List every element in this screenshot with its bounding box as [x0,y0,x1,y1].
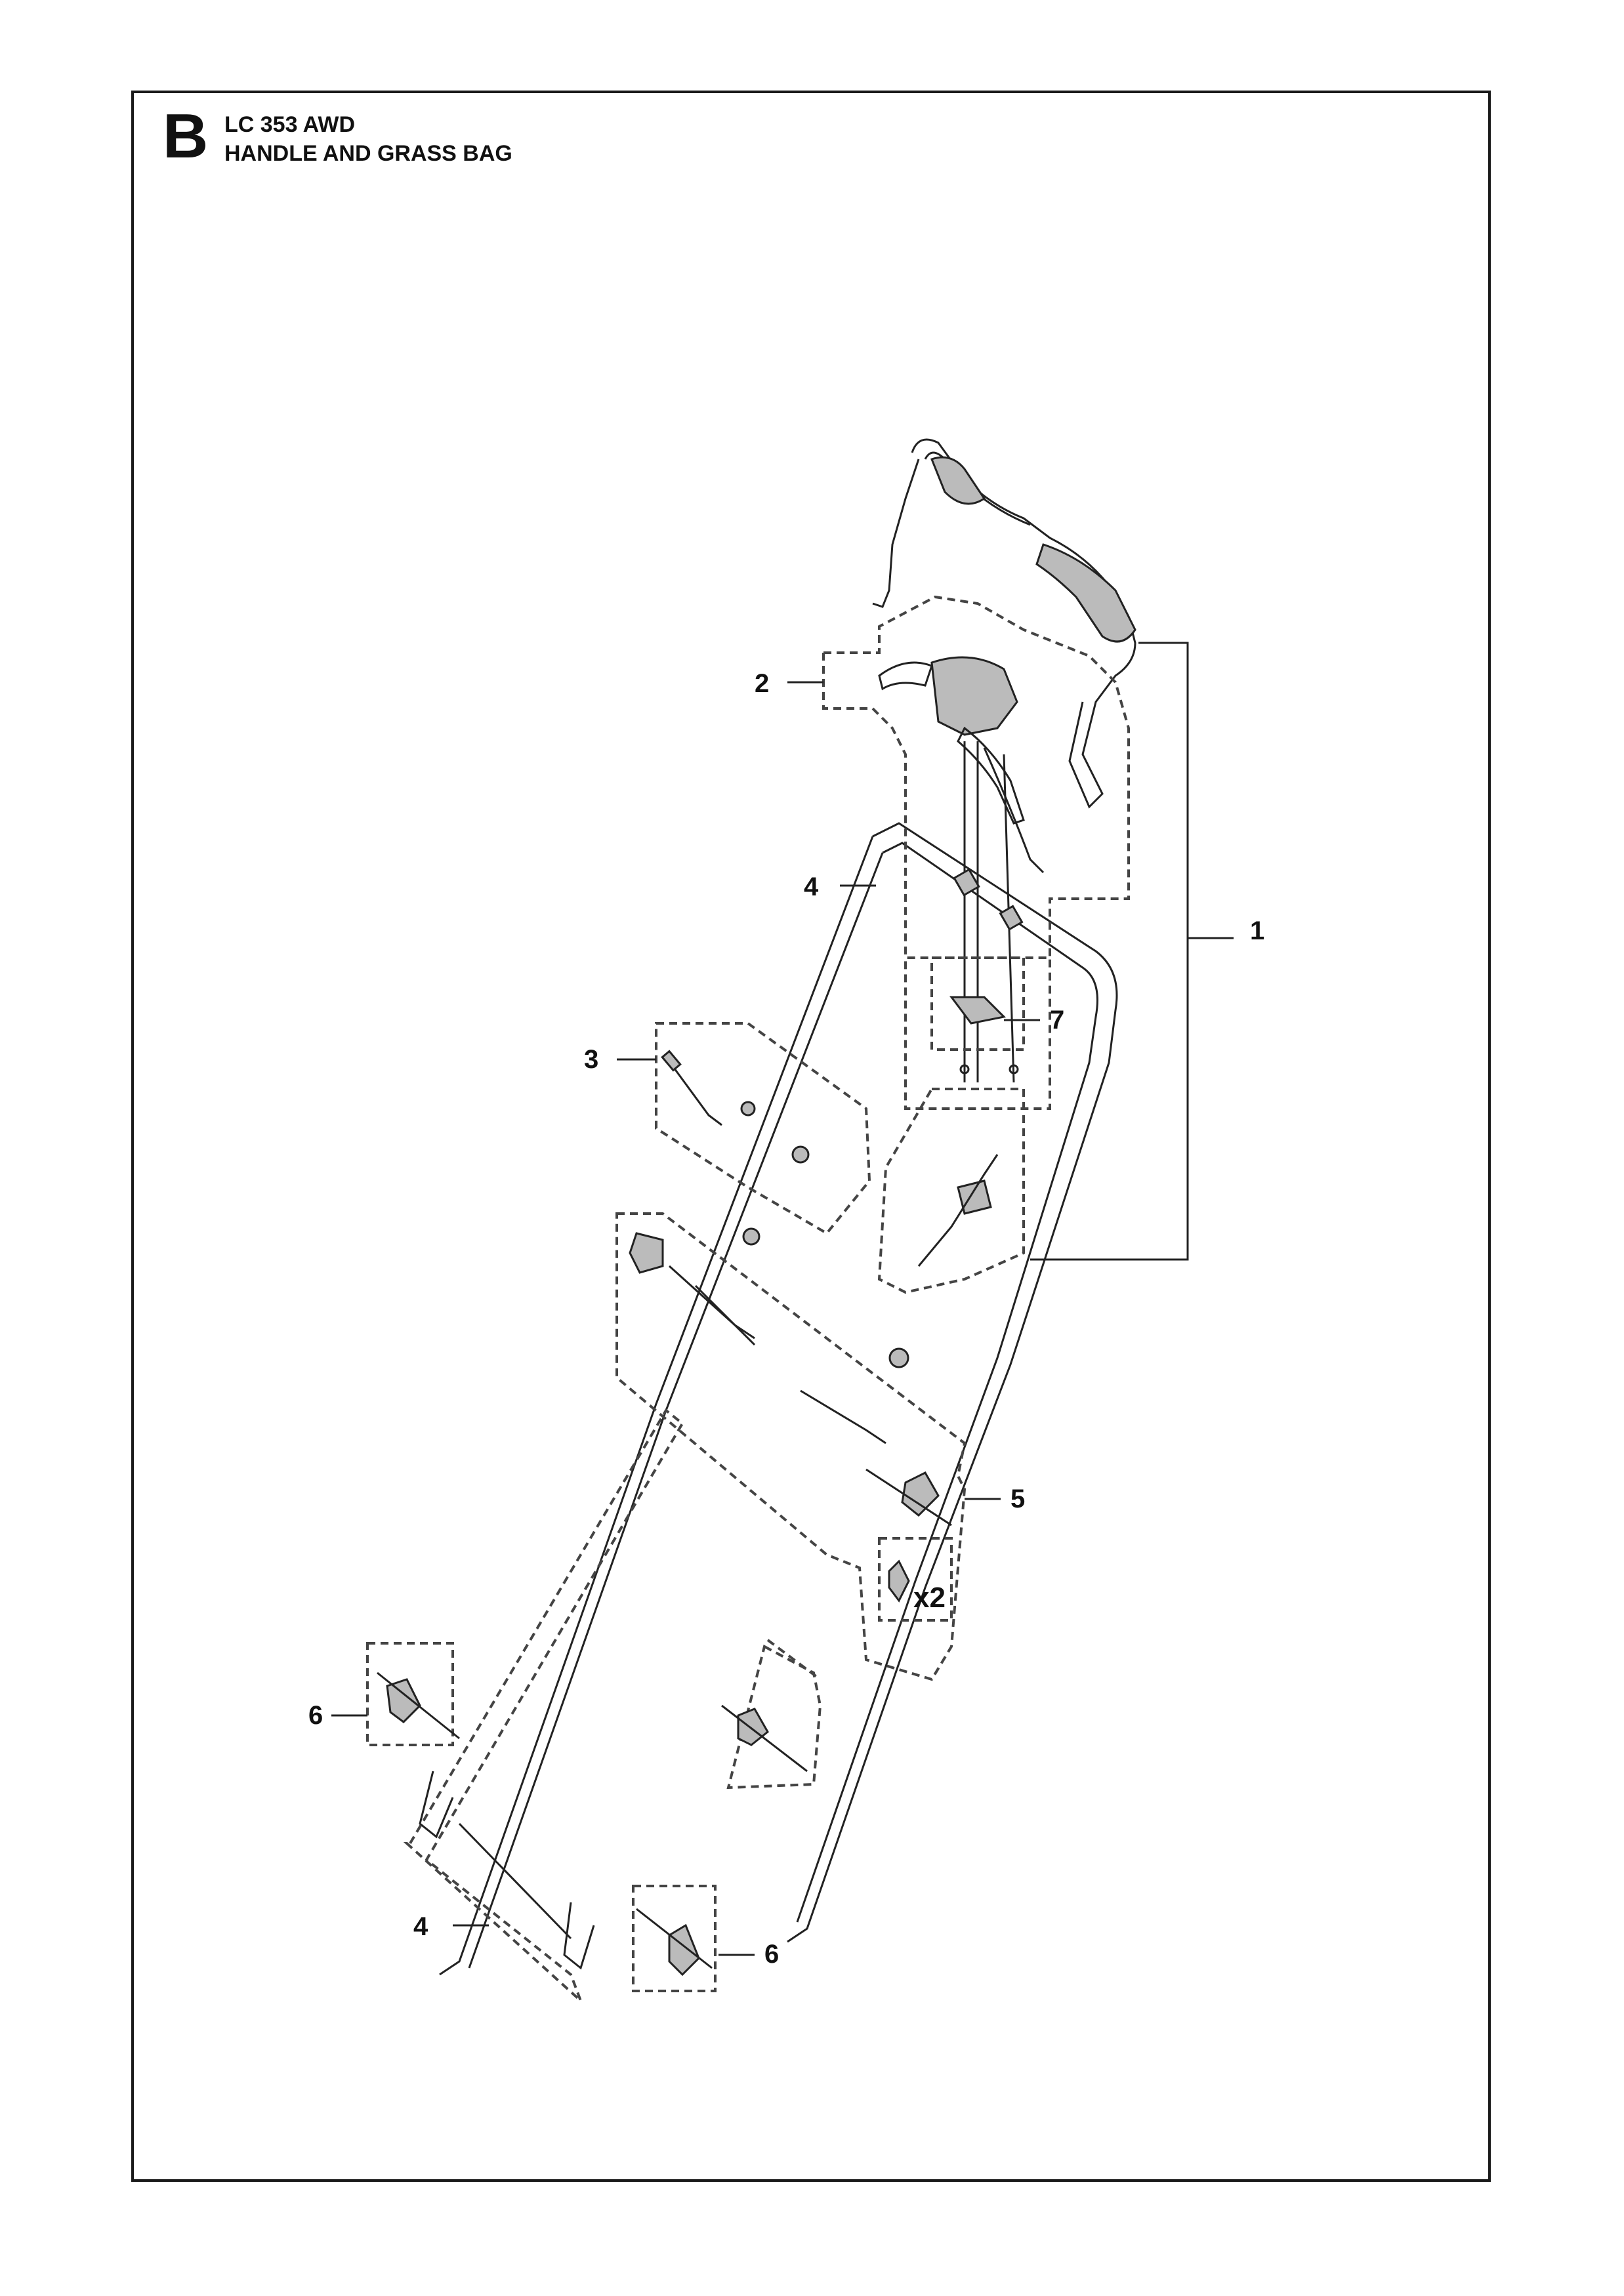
lower-frame-outline [403,1408,684,2002]
quantity-label: x2 [913,1582,946,1614]
group-3-outline [655,1022,871,1235]
page-frame [131,91,1491,2182]
diagram-title: HANDLE AND GRASS BAG [224,141,512,166]
callout-2: 2 [755,669,769,698]
model-name: LC 353 AWD [224,112,356,137]
group-5-outline [615,1212,967,1681]
handle-frame [419,822,1118,1976]
callout-6-right: 6 [764,1940,779,1969]
callout-1: 1 [1250,916,1264,945]
callout-4-top: 4 [804,872,819,901]
callout-7: 7 [1050,1006,1064,1035]
group-2-outline [822,595,1130,1110]
section-letter: B [163,101,209,171]
group-7-outline [930,956,1025,1051]
callout-6-left: 6 [308,1701,323,1730]
cable-clip-outline [877,1088,1025,1294]
callout-4-bottom: 4 [413,1912,428,1941]
group-6-right-outline [632,1885,717,1992]
group-6-left-outline [366,1642,454,1746]
quantity-box-outline [878,1537,953,1622]
callout-3: 3 [584,1045,598,1074]
leader-lines [331,642,1234,1956]
hardware-parts [377,996,1007,1977]
callout-5: 5 [1010,1485,1025,1513]
